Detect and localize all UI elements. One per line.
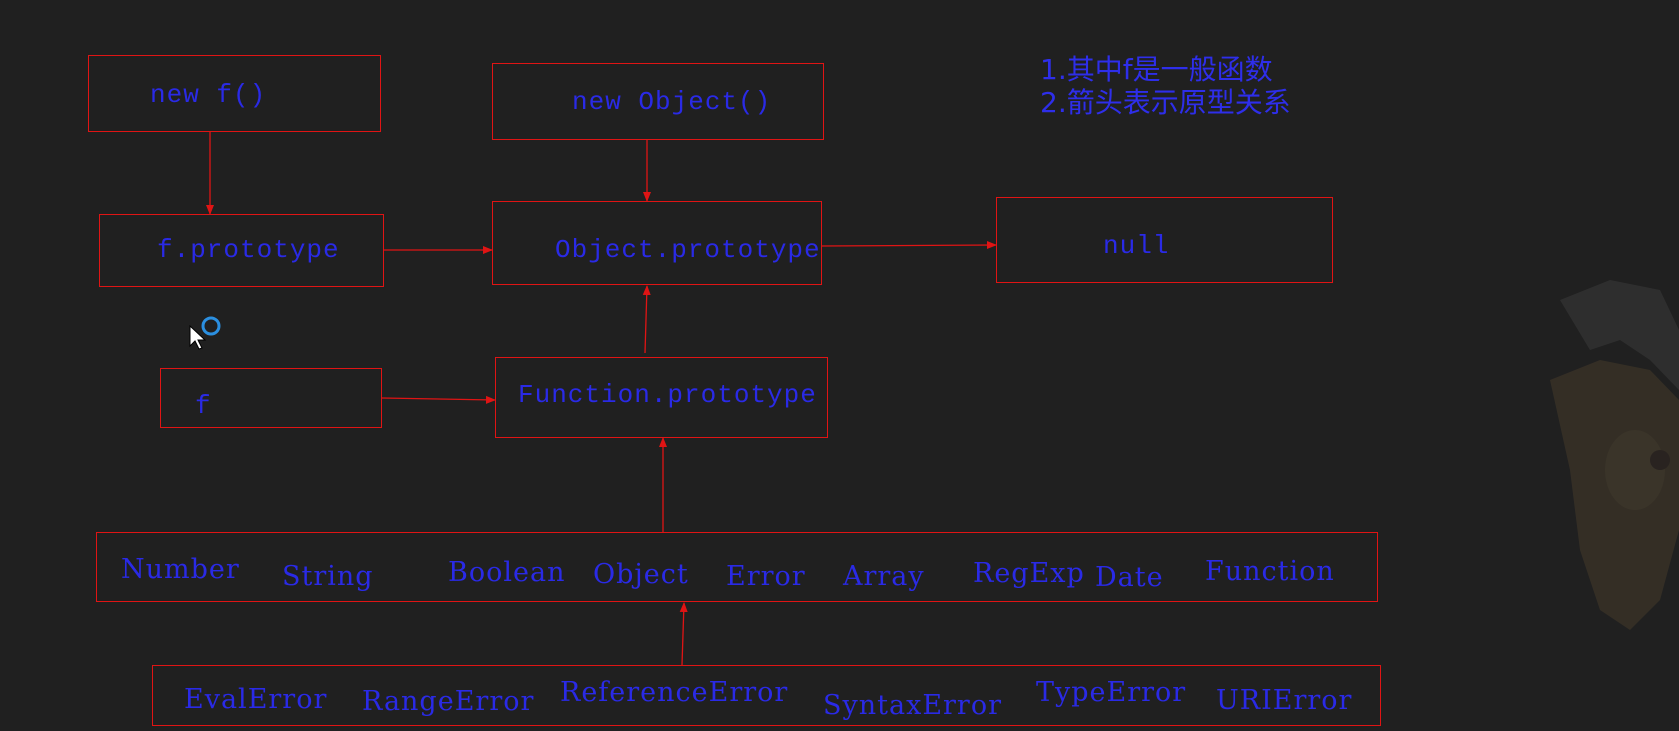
error-type-referenceerror: ReferenceError: [560, 677, 789, 708]
arrow-f-to-function-prototype: [381, 395, 496, 404]
constructor-string: String: [282, 561, 374, 592]
constructor-object: Object: [593, 559, 689, 590]
arrow-error-types-to-constructors: [679, 602, 688, 666]
constructor-array: Array: [843, 561, 925, 592]
new-object-box: [492, 63, 824, 140]
note-line-1: 1.其中f是一般函数: [1040, 53, 1273, 86]
new-f-label: new f(): [150, 80, 267, 110]
mouse-pointer-busy-icon: [189, 316, 221, 350]
f-box: [160, 368, 382, 428]
constructor-boolean: Boolean: [448, 557, 566, 588]
object-prototype-box: [492, 201, 822, 285]
error-types-box: [152, 665, 1381, 726]
constructor-error: Error: [726, 561, 806, 592]
constructor-regexp: RegExp: [973, 558, 1085, 589]
constructors-box: [96, 532, 1378, 602]
constructor-number: Number: [121, 554, 240, 585]
constructor-date: Date: [1095, 562, 1164, 593]
new-object-label: new Object(): [572, 87, 772, 117]
constructor-function: Function: [1205, 556, 1335, 587]
f-label: f: [195, 391, 212, 421]
arrow-function-prototype-to-object-prototype: [642, 285, 651, 354]
error-type-syntaxerror: SyntaxError: [823, 690, 1002, 721]
null-box: [996, 197, 1333, 283]
f-prototype-label: f.prototype: [157, 235, 340, 265]
arrow-object-prototype-to-null: [821, 241, 997, 250]
error-type-typeerror: TypeError: [1036, 677, 1187, 708]
object-prototype-label: Object.prototype: [555, 235, 821, 265]
error-type-evalerror: EvalError: [184, 684, 328, 715]
anime-character-watermark: [1550, 280, 1679, 630]
new-f-box: [88, 55, 381, 132]
null-label: null: [1103, 231, 1170, 261]
function-prototype-label: Function.prototype: [518, 380, 817, 410]
note-line-2: 2.箭头表示原型关系: [1040, 86, 1291, 119]
error-type-urierror: URIError: [1216, 685, 1353, 716]
f-prototype-box: [99, 214, 384, 287]
error-type-rangeerror: RangeError: [362, 686, 535, 717]
